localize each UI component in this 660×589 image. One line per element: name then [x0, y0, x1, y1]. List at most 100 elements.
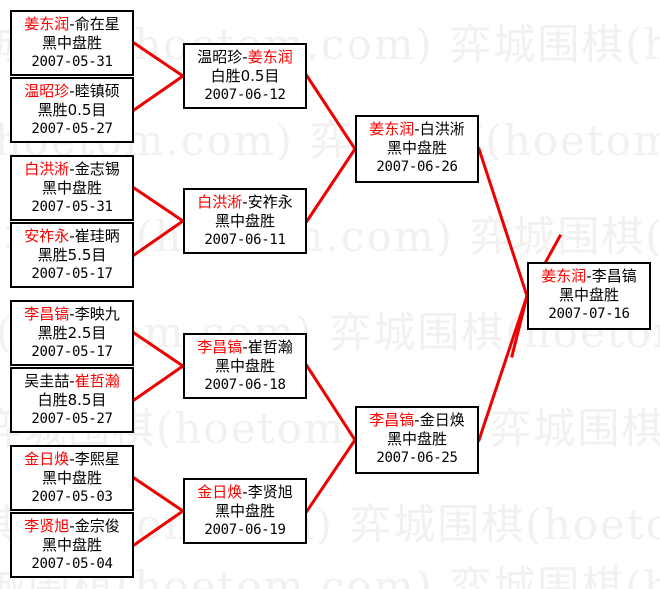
- match-date: 2007-06-25: [376, 450, 458, 466]
- player-right: 崔哲瀚: [74, 372, 120, 390]
- match-box-sfm2[interactable]: 李昌镐-金日焕 黑中盘胜 2007-06-25: [355, 406, 479, 474]
- match-players: 李昌镐-崔哲瀚: [185, 338, 305, 357]
- match-box-sfm1[interactable]: 姜东润-白洪淅 黑中盘胜 2007-06-26: [355, 115, 479, 183]
- player-left: 金日焕: [24, 450, 70, 468]
- player-left: 姜东润: [369, 120, 415, 138]
- match-date: 2007-05-17: [31, 344, 113, 360]
- player-left: 温昭珍: [197, 48, 243, 66]
- player-right: 崔哲瀚: [247, 338, 293, 356]
- match-players: 白洪淅-金志锡: [12, 160, 132, 179]
- match-box-r1m7[interactable]: 金日焕-李熙星 黑中盘胜 2007-05-03: [10, 445, 134, 511]
- vs-dash: -: [242, 338, 248, 356]
- match-box-r1m1[interactable]: 姜东润-俞在星 黑中盘胜 2007-05-31: [10, 10, 134, 76]
- match-date: 2007-05-31: [31, 199, 113, 215]
- player-left: 安祚永: [24, 227, 70, 245]
- player-right: 俞在星: [74, 15, 120, 33]
- match-date: 2007-06-11: [204, 232, 286, 248]
- match-box-r1m3[interactable]: 白洪淅-金志锡 黑中盘胜 2007-05-31: [10, 155, 134, 221]
- player-left: 姜东润: [541, 267, 587, 285]
- player-left: 白洪淅: [24, 160, 70, 178]
- player-right: 金宗俊: [74, 517, 120, 535]
- match-players: 姜东润-李昌镐: [529, 267, 649, 286]
- player-right: 李映九: [74, 305, 120, 323]
- match-box-r1m2[interactable]: 温昭珍-睦镇硕 黑胜0.5目 2007-05-27: [10, 77, 134, 143]
- vs-dash: -: [69, 15, 75, 33]
- match-date: 2007-05-27: [31, 121, 113, 137]
- match-result: 黑中盘胜: [558, 286, 619, 304]
- match-result: 黑中盘胜: [386, 139, 447, 157]
- match-box-r2m1[interactable]: 温昭珍-姜东润 白胜0.5目 2007-06-12: [183, 43, 307, 109]
- match-players: 白洪淅-安祚永: [185, 193, 305, 212]
- match-players: 吴圭喆-崔哲瀚: [12, 372, 132, 391]
- player-left: 白洪淅: [197, 193, 243, 211]
- player-left: 李昌镐: [369, 411, 415, 429]
- match-players: 安祚永-崔珪昞: [12, 227, 132, 246]
- match-result: 黑中盘胜: [214, 357, 275, 375]
- match-result: 白胜0.5目: [210, 67, 280, 85]
- vs-dash: -: [414, 120, 420, 138]
- match-box-r1m4[interactable]: 安祚永-崔珪昞 黑胜5.5目 2007-05-17: [10, 222, 134, 288]
- vs-dash: -: [414, 411, 420, 429]
- vs-dash: -: [242, 48, 248, 66]
- match-result: 黑中盘胜: [41, 34, 102, 52]
- player-left: 李昌镐: [24, 305, 70, 323]
- match-date: 2007-06-12: [204, 87, 286, 103]
- vs-dash: -: [69, 450, 75, 468]
- match-result: 黑中盘胜: [41, 536, 102, 554]
- match-date: 2007-06-19: [204, 522, 286, 538]
- match-result: 黑中盘胜: [214, 502, 275, 520]
- player-left: 金日焕: [197, 483, 243, 501]
- match-date: 2007-06-26: [376, 159, 458, 175]
- vs-dash: -: [69, 517, 75, 535]
- player-right: 李熙星: [74, 450, 120, 468]
- match-box-r1m8[interactable]: 李贤旭-金宗俊 黑中盘胜 2007-05-04: [10, 512, 134, 578]
- match-players: 温昭珍-姜东润: [185, 48, 305, 67]
- player-right: 安祚永: [247, 193, 293, 211]
- player-right: 姜东润: [247, 48, 293, 66]
- match-date: 2007-05-17: [31, 266, 113, 282]
- match-date: 2007-06-18: [204, 377, 286, 393]
- match-result: 黑胜2.5目: [37, 324, 107, 342]
- match-players: 金日焕-李贤旭: [185, 483, 305, 502]
- match-date: 2007-05-31: [31, 54, 113, 70]
- match-result: 黑中盘胜: [386, 430, 447, 448]
- match-date: 2007-05-27: [31, 411, 113, 427]
- player-left: 温昭珍: [24, 82, 70, 100]
- match-players: 姜东润-俞在星: [12, 15, 132, 34]
- vs-dash: -: [69, 305, 75, 323]
- match-players: 姜东润-白洪淅: [357, 120, 477, 139]
- match-date: 2007-05-04: [31, 556, 113, 572]
- match-box-r1m5[interactable]: 李昌镐-李映九 黑胜2.5目 2007-05-17: [10, 300, 134, 366]
- match-result: 黑中盘胜: [41, 469, 102, 487]
- player-right: 金日焕: [419, 411, 465, 429]
- player-right: 白洪淅: [419, 120, 465, 138]
- match-box-r1m6[interactable]: 吴圭喆-崔哲瀚 白胜8.5目 2007-05-27: [10, 367, 134, 433]
- vs-dash: -: [69, 372, 75, 390]
- player-right: 崔珪昞: [74, 227, 120, 245]
- player-right: 金志锡: [74, 160, 120, 178]
- match-box-r2m2[interactable]: 白洪淅-安祚永 黑中盘胜 2007-06-11: [183, 188, 307, 254]
- player-right: 李昌镐: [591, 267, 637, 285]
- match-result: 黑中盘胜: [41, 179, 102, 197]
- vs-dash: -: [242, 483, 248, 501]
- player-right: 李贤旭: [247, 483, 293, 501]
- match-players: 金日焕-李熙星: [12, 450, 132, 469]
- match-date: 2007-07-16: [548, 306, 630, 322]
- match-players: 李昌镐-李映九: [12, 305, 132, 324]
- player-left: 李贤旭: [24, 517, 70, 535]
- match-box-r2m4[interactable]: 金日焕-李贤旭 黑中盘胜 2007-06-19: [183, 478, 307, 544]
- player-right: 睦镇硕: [74, 82, 120, 100]
- match-players: 李昌镐-金日焕: [357, 411, 477, 430]
- vs-dash: -: [69, 82, 75, 100]
- match-players: 温昭珍-睦镇硕: [12, 82, 132, 101]
- match-box-final[interactable]: 姜东润-李昌镐 黑中盘胜 2007-07-16: [527, 262, 651, 330]
- player-left: 姜东润: [24, 15, 70, 33]
- match-result: 黑中盘胜: [214, 212, 275, 230]
- match-players: 李贤旭-金宗俊: [12, 517, 132, 536]
- match-date: 2007-05-03: [31, 489, 113, 505]
- vs-dash: -: [586, 267, 592, 285]
- match-box-r2m3[interactable]: 李昌镐-崔哲瀚 黑中盘胜 2007-06-18: [183, 333, 307, 399]
- vs-dash: -: [69, 160, 75, 178]
- vs-dash: -: [69, 227, 75, 245]
